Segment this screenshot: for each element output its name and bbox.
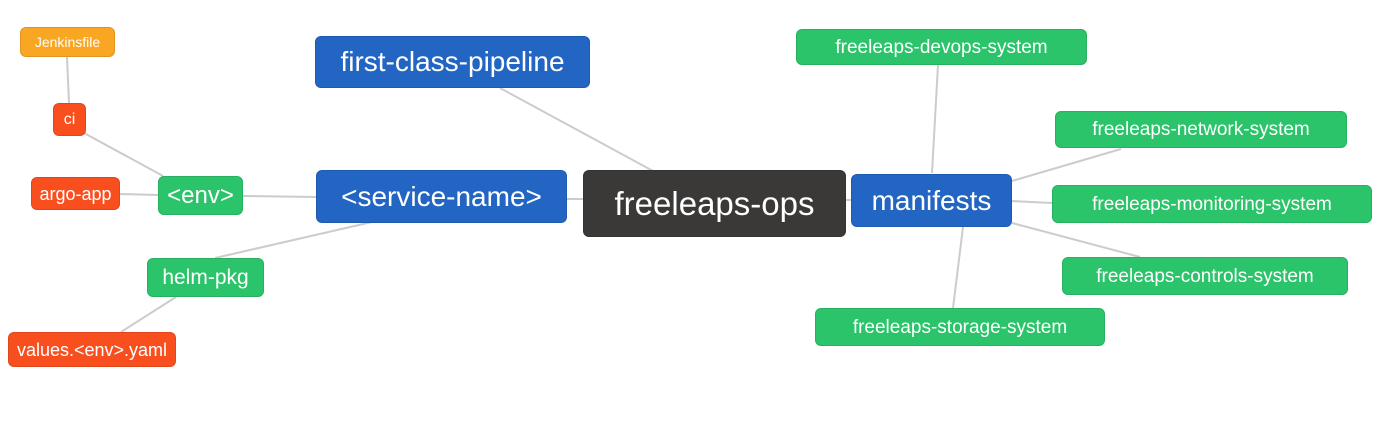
node-freeleaps-network-system[interactable]: freeleaps-network-system <box>1055 111 1347 148</box>
node-freeleaps-ops-root[interactable]: freeleaps-ops <box>583 170 846 237</box>
node-first-class-pipeline[interactable]: first-class-pipeline <box>315 36 590 88</box>
node-jenkinsfile[interactable]: Jenkinsfile <box>20 27 115 57</box>
edge-manifests-monitoring-system <box>1011 200 1053 204</box>
edge-manifests-network-system <box>1011 148 1122 182</box>
edge-manifests-devops-system <box>931 64 939 174</box>
node-service-name[interactable]: <service-name> <box>316 170 567 223</box>
edge-values-helm-pkg <box>120 296 177 333</box>
edge-ci-env <box>83 132 164 177</box>
node-freeleaps-storage-system[interactable]: freeleaps-storage-system <box>815 308 1105 346</box>
edge-manifests-storage-system <box>952 226 964 309</box>
node-freeleaps-monitoring-system[interactable]: freeleaps-monitoring-system <box>1052 185 1372 223</box>
edge-argo-app-env <box>119 193 159 196</box>
node-env[interactable]: <env> <box>158 176 243 215</box>
edge-helm-pkg-service-name <box>214 221 373 259</box>
edge-first-class-pipeline-root <box>499 87 654 172</box>
node-helm-pkg[interactable]: helm-pkg <box>147 258 264 297</box>
node-ci[interactable]: ci <box>53 103 86 136</box>
node-manifests[interactable]: manifests <box>851 174 1012 227</box>
node-values-env-yaml[interactable]: values.<env>.yaml <box>8 332 176 367</box>
edge-env-service-name <box>242 195 317 198</box>
node-freeleaps-controls-system[interactable]: freeleaps-controls-system <box>1062 257 1348 295</box>
node-argo-app[interactable]: argo-app <box>31 177 120 210</box>
edge-manifests-controls-system <box>1011 222 1141 258</box>
node-freeleaps-devops-system[interactable]: freeleaps-devops-system <box>796 29 1087 65</box>
edge-jenkinsfile-ci <box>66 56 70 104</box>
